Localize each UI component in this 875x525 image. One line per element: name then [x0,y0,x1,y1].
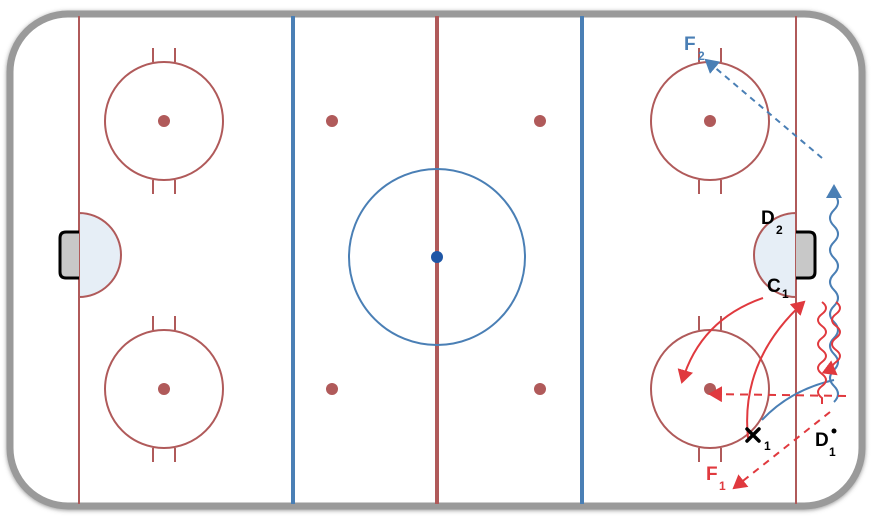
red-curve-arrow-c1 [677,297,764,384]
svg-text:C: C [767,276,781,297]
x-player-marker-icon [745,427,761,443]
red-wavy-puck-carry-arrow [817,301,827,404]
red-wavy-puck-carry-arrow-2 [821,301,841,376]
puck-dot-icon [831,428,837,434]
blue-pass-arrow-to-f2 [704,58,823,159]
svg-text:1: 1 [829,445,836,459]
right-goal-crease [753,211,797,299]
red-dashed-pass-arrow [708,386,847,403]
red-curve-arrow-up [746,300,806,439]
left-goal-crease [78,211,122,299]
svg-text:F: F [684,34,696,55]
svg-text:1: 1 [782,287,789,301]
svg-text:2: 2 [776,223,783,237]
neutral-zone-dot [326,383,338,395]
right-goal-net [796,230,817,280]
svg-text:1: 1 [719,479,726,493]
left-bottom-faceoff-circle [104,316,224,462]
left-goal-net [58,230,79,280]
neutral-zone-dot [534,115,546,127]
center-faceoff-dot [431,251,443,263]
svg-text:D: D [761,208,775,229]
svg-text:D: D [815,430,829,451]
player-f1-label: F 1 [706,464,726,493]
player-d2-label: D 2 [761,208,783,237]
player-d1-label: D 1 [815,428,837,459]
svg-text:F: F [706,464,718,485]
svg-text:1: 1 [764,439,771,453]
left-top-faceoff-circle [104,48,224,194]
center-faceoff-circle [348,168,526,346]
neutral-zone-dot [534,383,546,395]
svg-text:2: 2 [698,49,705,63]
player-x1-label: 1 [745,427,771,453]
player-c1-label: C 1 [767,276,789,301]
neutral-zone-dot [326,115,338,127]
player-f2-label: F 2 [684,34,705,63]
